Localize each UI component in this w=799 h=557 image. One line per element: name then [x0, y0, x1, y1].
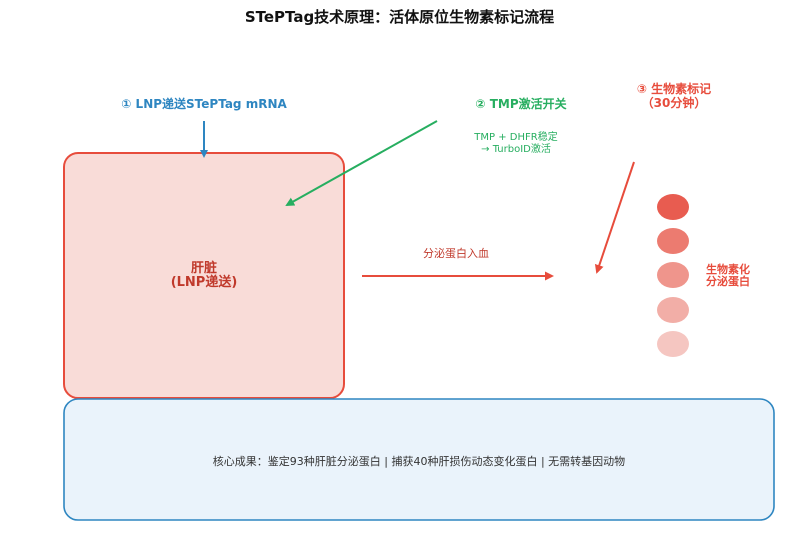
biotinylated-label: 生物素化 分泌蛋白	[700, 264, 756, 288]
summary-text: 核心成果：鉴定93种肝脏分泌蛋白 | 捕获40种肝损伤动态变化蛋白 | 无需转基…	[212, 455, 626, 468]
step2-label: ② TMP激活开关	[475, 97, 567, 111]
step3-label-line-2: （30分钟）	[641, 96, 707, 110]
protein-dot-1	[657, 194, 689, 220]
summary-box	[63, 398, 775, 521]
step3-label: ③ 生物素标记 （30分钟）	[614, 82, 734, 110]
protein-dot-5	[657, 331, 689, 357]
step1-label: ① LNP递送STePTag mRNA	[121, 97, 287, 111]
diagram-title: STePTag技术原理：活体原位生物素标记流程	[244, 8, 555, 26]
step2-arrow	[285, 120, 438, 206]
secretion-label: 分泌蛋白入血	[423, 247, 489, 260]
liver-label-line-1: 肝脏	[190, 261, 217, 276]
step2-detail-line-2: → TurboID激活	[481, 144, 551, 155]
step3-label-line-1: ③ 生物素标记	[636, 82, 712, 96]
step2-detail: TMP + DHFR稳定 → TurboID激活	[456, 132, 576, 156]
step2-detail-line-1: TMP + DHFR稳定	[474, 132, 558, 143]
protein-dot-4	[657, 297, 689, 323]
protein-dot-2	[657, 228, 689, 254]
liver-label: 肝脏 (LNP递送)	[64, 262, 344, 290]
biotinylated-label-line-1: 生物素化	[706, 263, 750, 276]
liver-label-line-2: (LNP递送)	[170, 275, 238, 290]
biotinylated-label-line-2: 分泌蛋白	[706, 275, 750, 288]
protein-dot-3	[657, 262, 689, 288]
step3-arrow	[594, 161, 635, 274]
